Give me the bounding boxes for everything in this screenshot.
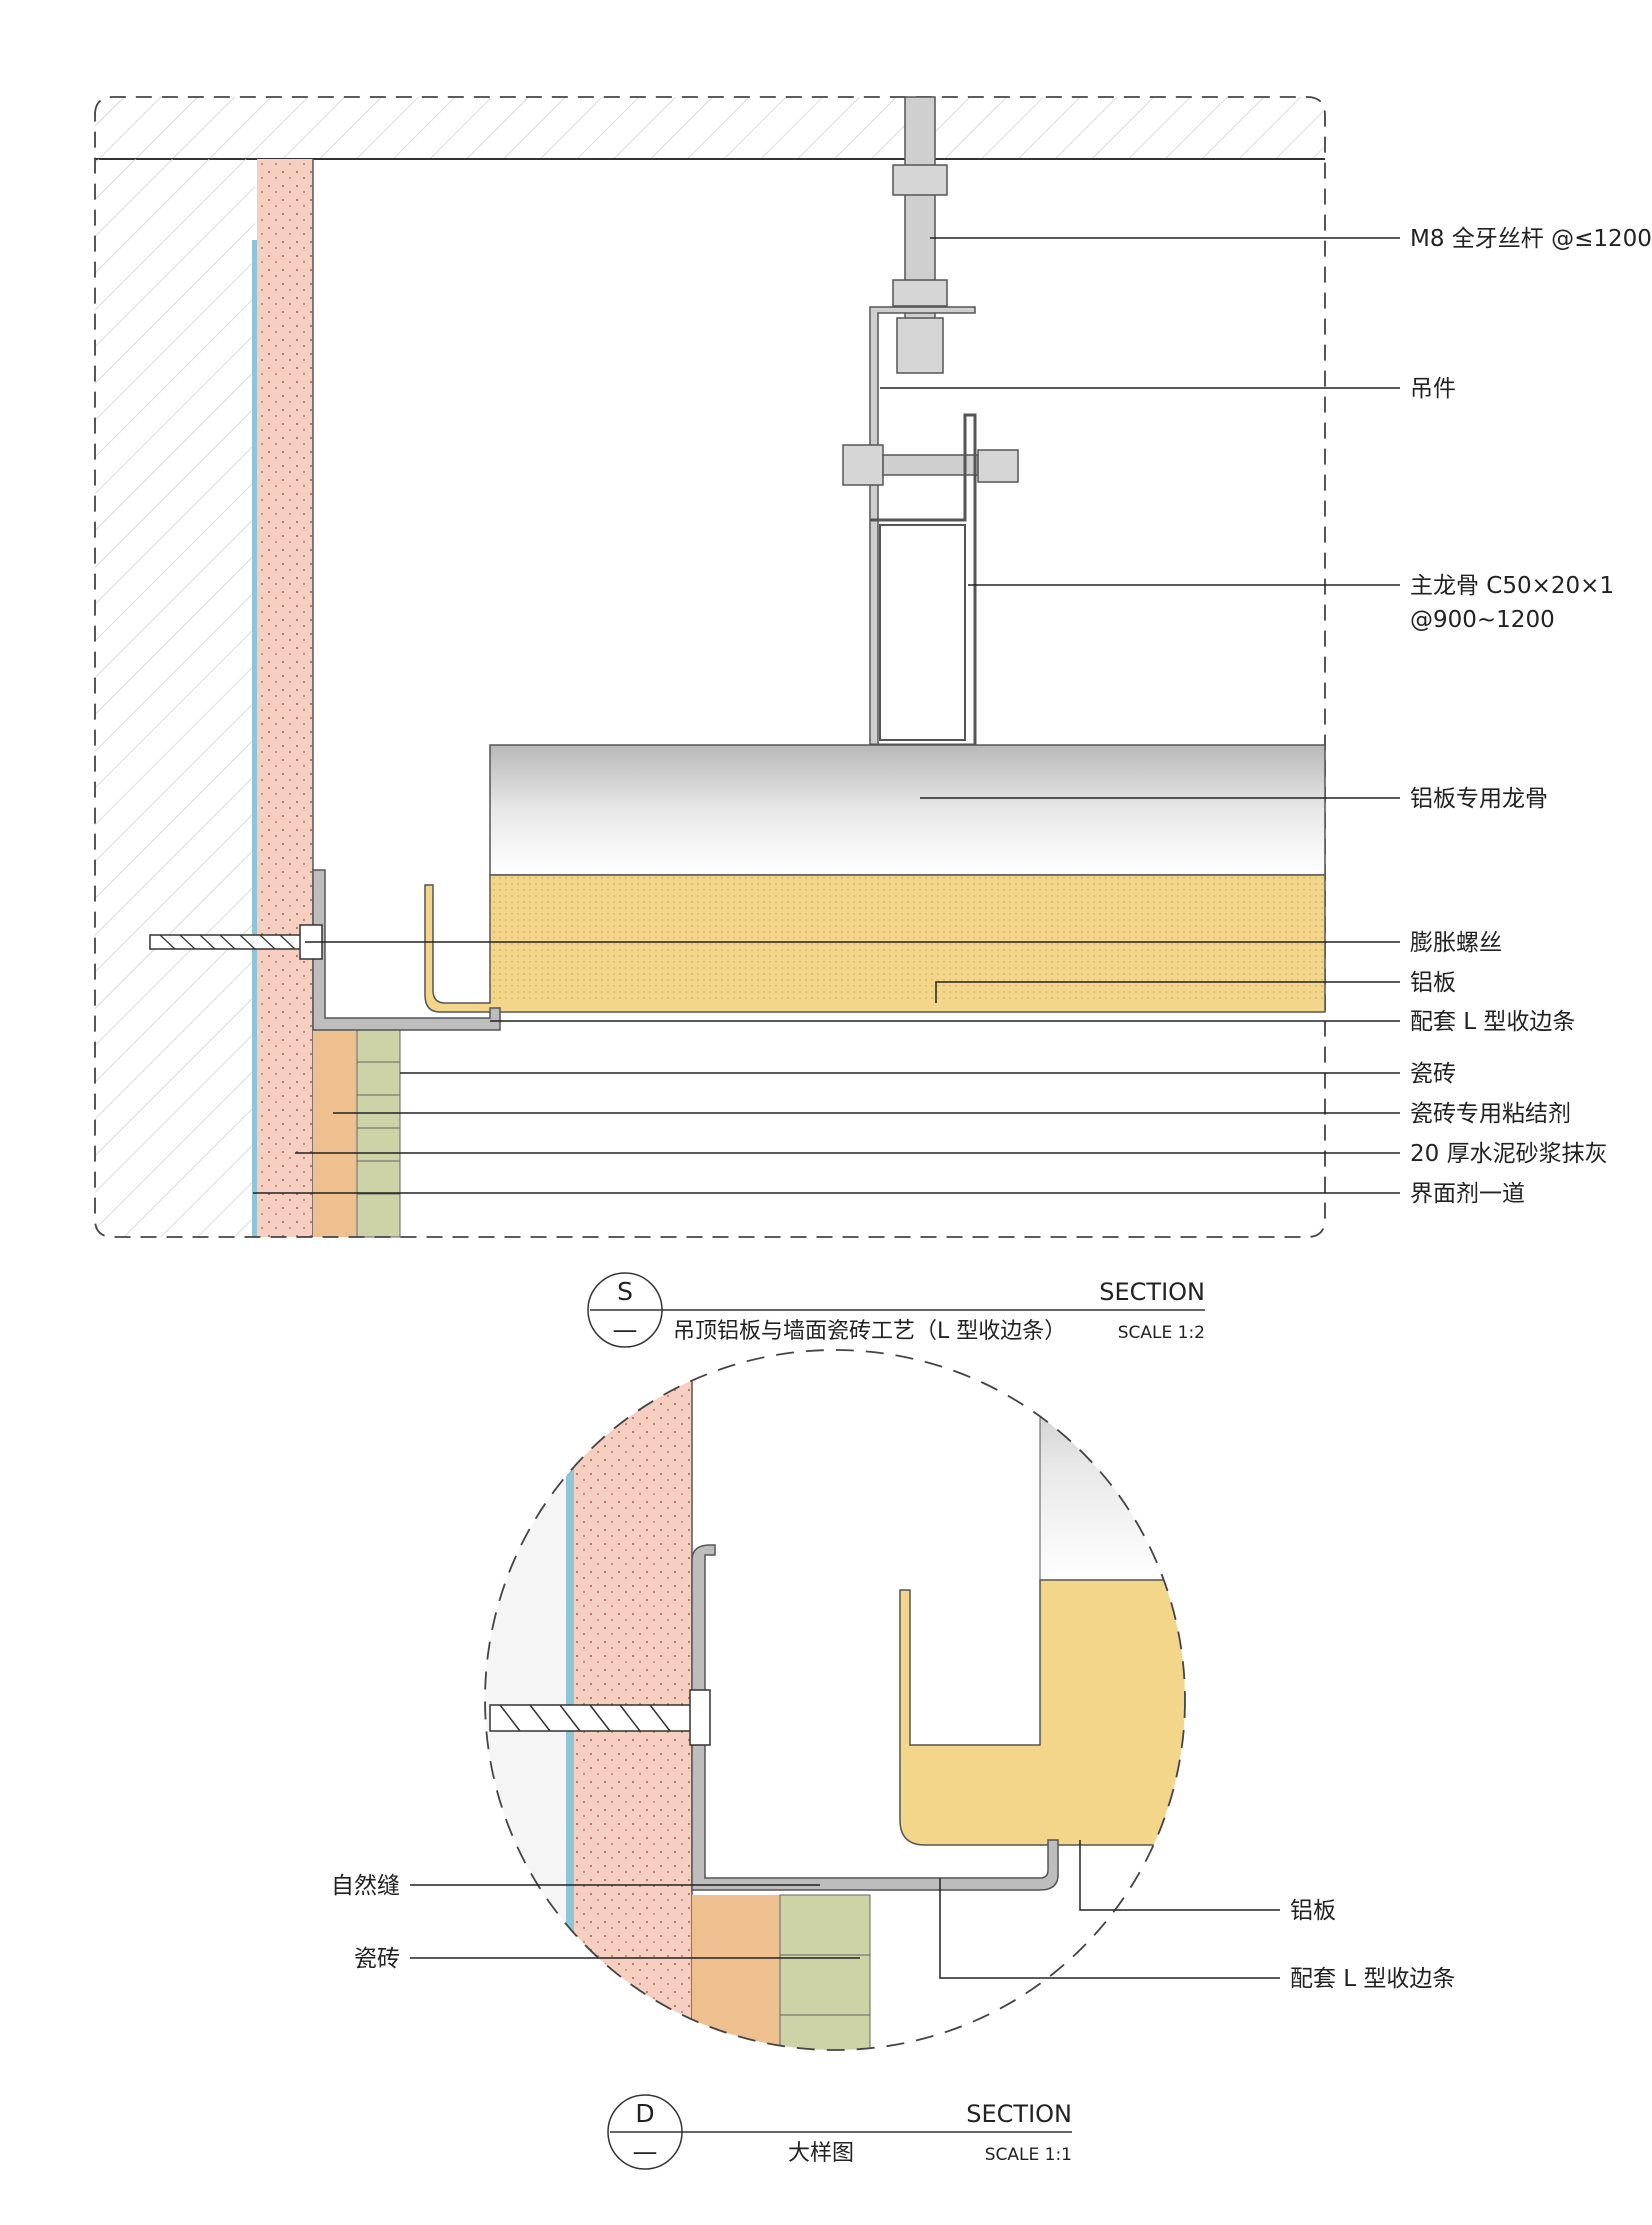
section-d-sub: — <box>633 2137 658 2166</box>
label-detail-tile: 瓷砖 <box>354 1946 400 1972</box>
section-s-labels: M8 全牙丝杆 @≤1200 吊件 主龙骨 C50×20×1 @900~1200… <box>1410 226 1652 1207</box>
label-threaded-rod: M8 全牙丝杆 @≤1200 <box>1410 226 1652 252</box>
label-aluminum-keel: 铝板专用龙骨 <box>1410 786 1548 812</box>
label-tile: 瓷砖 <box>1410 1061 1456 1087</box>
section-d-heading: SECTION <box>966 2100 1072 2128</box>
section-d-letter: D <box>635 2099 654 2128</box>
section-s-heading: SECTION <box>1099 1278 1205 1306</box>
label-aluminum-panel: 铝板 <box>1410 970 1456 996</box>
label-expansion-screw: 膨胀螺丝 <box>1410 930 1502 956</box>
label-l-trim: 配套 L 型收边条 <box>1410 1009 1575 1035</box>
section-s-drawing <box>94 96 1400 1238</box>
detail-d-drawing <box>410 1349 1280 2051</box>
label-detail-aluminum: 铝板 <box>1290 1898 1336 1924</box>
label-main-keel-spacing: @900~1200 <box>1410 607 1555 633</box>
label-hanger: 吊件 <box>1410 376 1456 402</box>
label-detail-l-trim: 配套 L 型收边条 <box>1290 1966 1455 1992</box>
section-d-title-block: D — SECTION 大样图 SCALE 1:1 <box>607 2094 1072 2170</box>
label-interface-agent: 界面剂一道 <box>1410 1181 1525 1207</box>
label-tile-adhesive: 瓷砖专用粘结剂 <box>1410 1101 1571 1127</box>
label-main-keel: 主龙骨 C50×20×1 <box>1410 573 1614 599</box>
section-s-sub: — <box>613 1315 638 1344</box>
label-natural-joint: 自然缝 <box>331 1873 400 1899</box>
section-s-scale: SCALE 1:2 <box>1118 1323 1205 1343</box>
section-s-title: 吊顶铝板与墙面瓷砖工艺（L 型收边条） <box>673 1319 1066 1344</box>
section-d-title: 大样图 <box>788 2141 854 2166</box>
label-cement-plaster: 20 厚水泥砂浆抹灰 <box>1410 1141 1608 1167</box>
section-s-title-block: S — SECTION 吊顶铝板与墙面瓷砖工艺（L 型收边条） SCALE 1:… <box>587 1272 1205 1348</box>
section-d-scale: SCALE 1:1 <box>985 2145 1072 2165</box>
section-s-letter: S <box>617 1277 633 1306</box>
detail-d-labels: 自然缝 瓷砖 铝板 配套 L 型收边条 <box>331 1873 1455 1992</box>
